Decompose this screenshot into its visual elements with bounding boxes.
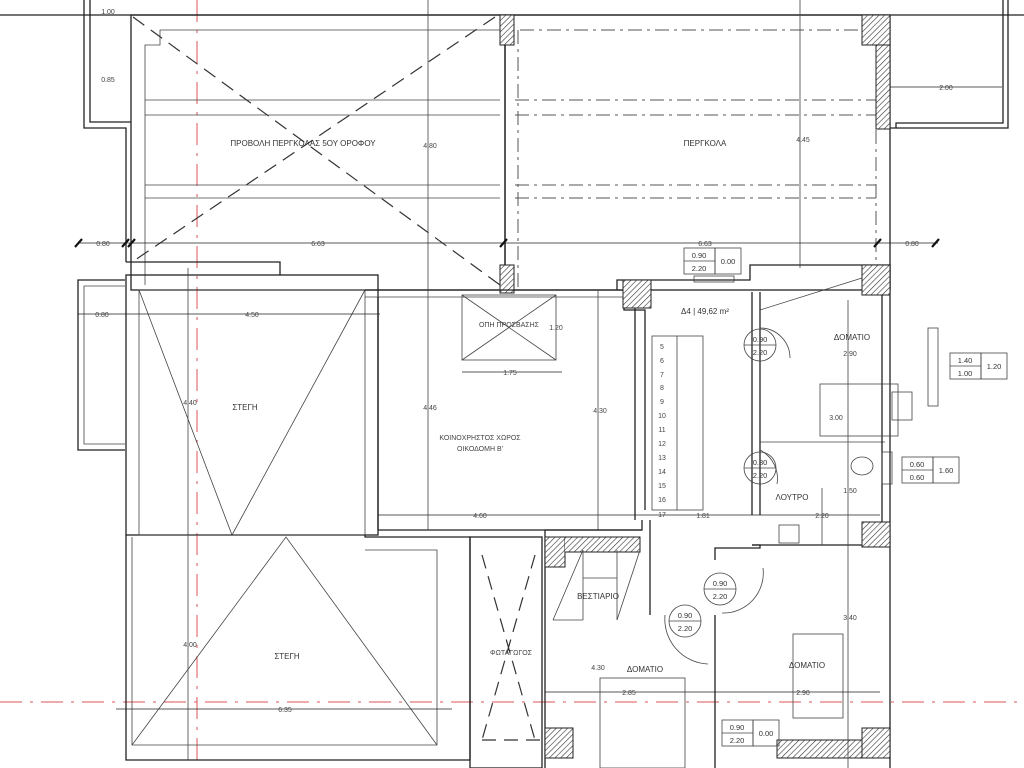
dim-label: 4.00 bbox=[183, 642, 197, 649]
dim-label: 1.00 bbox=[101, 9, 115, 16]
dim-label: 1.20 bbox=[549, 325, 563, 332]
dim-label: 2.90 bbox=[796, 690, 810, 697]
window-tag: 0.90 2.20 0.00 bbox=[721, 719, 780, 747]
door-width: 0.90 bbox=[713, 579, 728, 588]
dimension-line-main bbox=[74, 238, 940, 248]
stair-step: 12 bbox=[658, 441, 666, 448]
door-tag: 0.80 2.20 bbox=[743, 449, 778, 485]
pergola bbox=[499, 0, 891, 294]
dim-label: 4.46 bbox=[423, 405, 437, 412]
door-width: 0.90 bbox=[678, 611, 693, 620]
door-height: 2.20 bbox=[713, 592, 728, 601]
room-label-bedroom-2: ΔΟΜΑΤΙΟ bbox=[627, 665, 663, 674]
dim-label: 0.80 bbox=[95, 312, 109, 319]
door-tag: 0.90 2.20 bbox=[743, 327, 791, 362]
dim-label: 2.85 bbox=[622, 690, 636, 697]
dim-label: 0.80 bbox=[905, 241, 919, 248]
room-label-access-opening: ΟΠΗ ΠΡΟΣΒΑΣΗΣ bbox=[479, 322, 540, 329]
window-width: 0.60 bbox=[910, 460, 925, 469]
door-width: 0.80 bbox=[753, 458, 768, 467]
room-label-bathroom: ΛΟΥΤΡΟ bbox=[776, 493, 809, 502]
dim-label: 4.45 bbox=[796, 137, 810, 144]
window-sill: 0.00 bbox=[759, 729, 774, 738]
apartment-area-label: Δ4 | 49,62 m² bbox=[681, 307, 729, 316]
dim-label: 1.50 bbox=[843, 488, 857, 495]
stair-step: 16 bbox=[658, 497, 666, 504]
window-sill: 1.20 bbox=[987, 362, 1002, 371]
dim-label: 0.85 bbox=[101, 77, 115, 84]
dim-label: 4.60 bbox=[473, 513, 487, 520]
window-sill: 1.60 bbox=[939, 466, 954, 475]
dim-label: 2.00 bbox=[939, 85, 953, 92]
right-top-balcony bbox=[890, 0, 1009, 129]
stair-step: 10 bbox=[658, 413, 666, 420]
stair-step: 7 bbox=[660, 372, 664, 379]
room-label-wardrobe: ΒΕΣΤΙΑΡΙΟ bbox=[577, 592, 619, 601]
dimension-labels: 0.85 1.00 0.80 6.63 6.63 0.80 2.00 4.80 … bbox=[95, 9, 953, 714]
stair-step: 6 bbox=[660, 358, 664, 365]
dim-label: 3.40 bbox=[843, 615, 857, 622]
window-width: 0.90 bbox=[730, 723, 745, 732]
dim-label: 4.50 bbox=[245, 312, 259, 319]
dim-label: 2.90 bbox=[843, 351, 857, 358]
window-sill: 0.00 bbox=[721, 257, 736, 266]
room-label-building-b: ΟΙΚΟΔΟΜΗ Β' bbox=[457, 446, 503, 453]
window-height: 1.00 bbox=[958, 369, 973, 378]
roof-lower bbox=[116, 535, 471, 761]
stair-step: 5 bbox=[660, 344, 664, 351]
dim-label: 4.80 bbox=[423, 143, 437, 150]
door-height: 2.20 bbox=[753, 471, 768, 480]
window-height: 2.20 bbox=[692, 264, 707, 273]
stair-step: 13 bbox=[658, 455, 666, 462]
dim-label: 6.35 bbox=[278, 707, 292, 714]
window-width: 0.90 bbox=[692, 251, 707, 260]
window-tag: 1.40 1.00 1.20 bbox=[949, 352, 1008, 380]
stair-step: 8 bbox=[660, 385, 664, 392]
dim-label: 0.80 bbox=[96, 241, 110, 248]
left-top-balcony bbox=[83, 0, 131, 262]
dim-label: 4.40 bbox=[183, 400, 197, 407]
room-label-roof-upper: ΣΤΕΓΗ bbox=[232, 403, 258, 412]
dim-label: 6.63 bbox=[698, 241, 712, 248]
stair-step: 14 bbox=[658, 469, 666, 476]
dim-label: 4.30 bbox=[591, 665, 605, 672]
stair-step: 15 bbox=[658, 483, 666, 490]
window-tag: 0.90 2.20 0.00 bbox=[683, 247, 742, 283]
room-label-pergola: ΠΕΡΓΚΟΛΑ bbox=[684, 139, 727, 148]
window-width: 1.40 bbox=[958, 356, 973, 365]
dim-label: 4.30 bbox=[593, 408, 607, 415]
dim-label: 1.81 bbox=[696, 513, 710, 520]
dim-label: 1.75 bbox=[503, 370, 517, 377]
stair-step: 9 bbox=[660, 399, 664, 406]
room-label-pergola-projection: ΠΡΟΒΟΛΗ ΠΕΡΓΚΟΛΑΣ 5ΟΥ ΟΡΟΦΟΥ bbox=[230, 139, 376, 148]
dim-label: 6.63 bbox=[311, 241, 325, 248]
room-label-roof-lower: ΣΤΕΓΗ bbox=[274, 652, 300, 661]
room-label-lightwell: ΦΩΤΑΓΩΓΟΣ bbox=[490, 650, 533, 657]
window-height: 2.20 bbox=[730, 736, 745, 745]
stair-numbers: 5 6 7 8 9 10 11 12 13 14 15 16 17 bbox=[658, 344, 666, 519]
room-labels: ΠΡΟΒΟΛΗ ΠΕΡΓΚΟΛΑΣ 5ΟΥ ΟΡΟΦΟΥ ΠΕΡΓΚΟΛΑ ΣΤ… bbox=[230, 139, 870, 674]
door-width: 0.90 bbox=[753, 335, 768, 344]
common-area bbox=[365, 289, 880, 531]
lightwell bbox=[469, 536, 543, 768]
door-tag: 0.90 2.20 bbox=[664, 604, 709, 665]
room-label-common-area: ΚΟΙΝΟΧΡΗΣΤΟΣ ΧΩΡΟΣ bbox=[439, 435, 521, 442]
stair-step: 17 bbox=[658, 512, 666, 519]
window-height: 0.60 bbox=[910, 473, 925, 482]
window-tag: 0.60 0.60 1.60 bbox=[901, 456, 960, 484]
roof-upper bbox=[77, 261, 380, 760]
room-label-bedroom-3: ΔΟΜΑΤΙΟ bbox=[789, 661, 825, 670]
door-tag: 0.90 2.20 bbox=[703, 567, 764, 614]
dim-label: 2.20 bbox=[815, 513, 829, 520]
apartment-d4 bbox=[544, 264, 939, 768]
stair-step: 11 bbox=[658, 427, 665, 434]
dim-label: 3.00 bbox=[829, 415, 843, 422]
door-height: 2.20 bbox=[753, 348, 768, 357]
room-label-bedroom-1: ΔΟΜΑΤΙΟ bbox=[834, 333, 870, 342]
pergola-projection bbox=[130, 0, 506, 291]
door-height: 2.20 bbox=[678, 624, 693, 633]
